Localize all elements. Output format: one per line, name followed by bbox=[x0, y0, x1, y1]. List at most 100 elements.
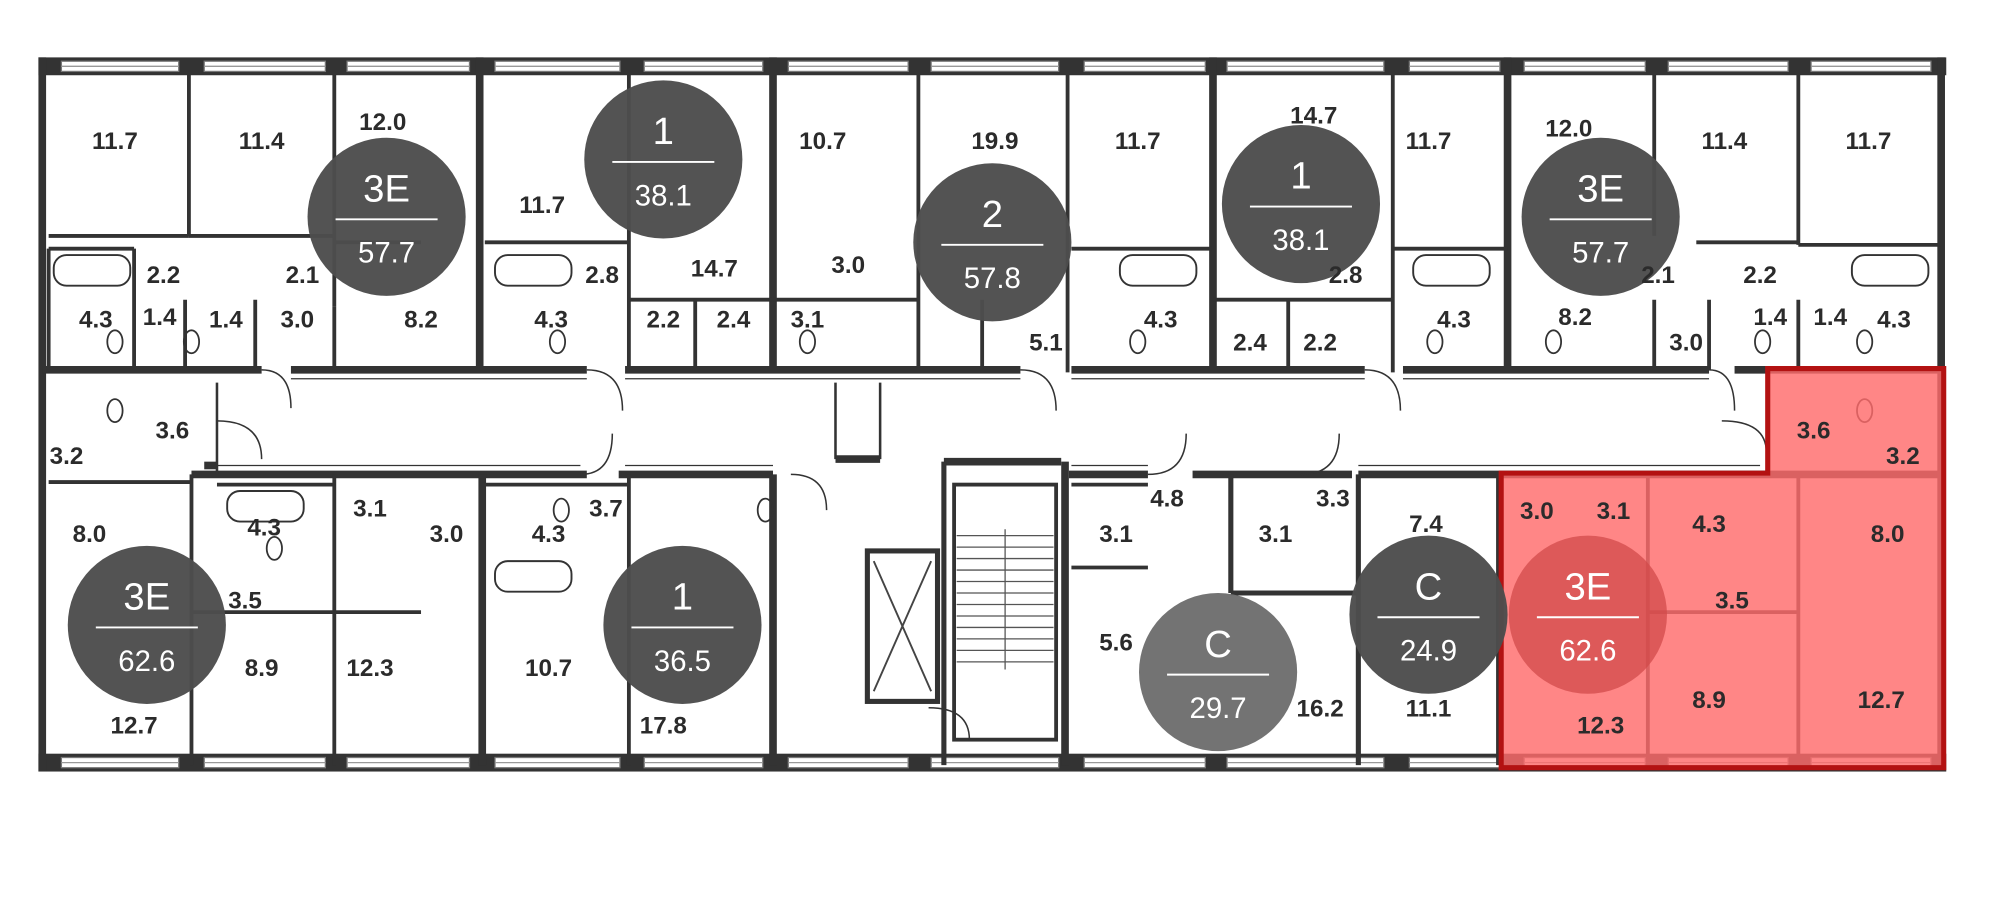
toilet-icon bbox=[182, 329, 201, 355]
room-area-label: 2.1 bbox=[1641, 262, 1675, 289]
apartment-badge[interactable]: 3E 57.7 bbox=[307, 137, 466, 296]
apartment-area: 36.5 bbox=[654, 645, 711, 678]
room-area-label: 4.3 bbox=[1877, 307, 1911, 334]
room-area-label: 12.7 bbox=[1858, 687, 1905, 714]
stairwell bbox=[952, 482, 1059, 742]
apartment-badge[interactable]: 257.8 bbox=[913, 163, 1072, 322]
room-area-label: 10.7 bbox=[799, 128, 846, 155]
badge-circle bbox=[913, 163, 1072, 322]
apartment-type: 3E bbox=[1577, 167, 1624, 210]
room-area-label: 4.8 bbox=[1150, 485, 1184, 512]
room-area-label: 4.3 bbox=[532, 521, 566, 548]
badge-circle bbox=[1221, 124, 1381, 284]
door-swing bbox=[580, 433, 614, 476]
room-area-label: 3.0 bbox=[831, 252, 865, 279]
door-swing bbox=[1709, 369, 1736, 411]
toilet-icon bbox=[265, 536, 283, 561]
badge-circle bbox=[67, 545, 226, 704]
apartment-type: 1 bbox=[672, 576, 693, 619]
bathtub-icon bbox=[494, 254, 573, 287]
apartment-badge[interactable]: C29.7 bbox=[1139, 593, 1298, 752]
apartment-area: 62.6 bbox=[118, 645, 175, 678]
room-area-label: 1.4 bbox=[209, 307, 243, 334]
room-area-label: 3.1 bbox=[1597, 498, 1631, 525]
apartment-area: 57.7 bbox=[358, 237, 415, 270]
room-area-label: 8.9 bbox=[1692, 687, 1726, 714]
room-area-label: 3.1 bbox=[791, 307, 825, 334]
elevator-shaft bbox=[864, 548, 941, 704]
room-area-label: 12.0 bbox=[359, 109, 406, 136]
apartment-area: 57.7 bbox=[1572, 237, 1629, 270]
toilet-icon bbox=[1754, 329, 1772, 355]
bathtub-icon bbox=[226, 490, 305, 523]
badge-circle bbox=[584, 80, 743, 239]
badge-circle bbox=[603, 545, 762, 704]
room-area-label: 16.2 bbox=[1297, 696, 1344, 723]
room-area-label: 11.7 bbox=[1115, 128, 1161, 155]
apartment-area: 38.1 bbox=[635, 179, 692, 212]
room-area-label: 11.7 bbox=[1846, 128, 1892, 155]
room-area-label: 2.2 bbox=[1743, 262, 1777, 289]
apartment-type: C bbox=[1415, 565, 1443, 608]
room-area-label: 4.3 bbox=[1437, 307, 1471, 334]
door-swing bbox=[790, 473, 828, 511]
room-area-label: 3.5 bbox=[1715, 587, 1749, 614]
room-area-label: 1.4 bbox=[1753, 304, 1787, 331]
fixtures bbox=[52, 254, 1930, 742]
apartment-badge[interactable]: 3E 57.7 bbox=[1521, 137, 1680, 296]
room-area-label: 8.0 bbox=[1871, 521, 1905, 548]
apartment-area: 38.1 bbox=[1272, 224, 1329, 257]
door-swing bbox=[1300, 433, 1340, 476]
apartment-badge[interactable]: 138.1 bbox=[584, 80, 743, 239]
room-area-label: 7.4 bbox=[1409, 511, 1443, 538]
room-area-label: 2.1 bbox=[286, 262, 320, 289]
bathtub-icon bbox=[1850, 254, 1930, 287]
room-area-label: 3.1 bbox=[1259, 521, 1293, 548]
bathtub-icon bbox=[52, 254, 132, 287]
bathtub-icon bbox=[1412, 254, 1491, 287]
toilet-icon bbox=[798, 329, 816, 355]
apartment-badge[interactable]: 138.1 bbox=[1221, 124, 1381, 284]
room-area-label: 3.2 bbox=[1886, 443, 1920, 470]
apartment-area: 57.8 bbox=[964, 262, 1021, 295]
room-area-label: 8.9 bbox=[245, 655, 279, 682]
apartment-type: 3E bbox=[363, 167, 410, 210]
apartment-area: 24.9 bbox=[1400, 635, 1457, 668]
toilet-icon bbox=[106, 329, 124, 355]
room-area-label: 3.3 bbox=[1316, 485, 1350, 512]
room-area-label: 1.4 bbox=[1813, 304, 1847, 331]
apartment-type: 1 bbox=[653, 110, 674, 153]
apartment-type: 3E bbox=[1565, 565, 1612, 608]
room-area-label: 2.2 bbox=[147, 262, 181, 289]
room-area-label: 3.6 bbox=[1797, 418, 1831, 445]
room-area-label: 4.3 bbox=[247, 515, 281, 542]
toilet-icon bbox=[1544, 329, 1563, 355]
room-area-label: 3.0 bbox=[1520, 498, 1554, 525]
door-swing bbox=[1020, 369, 1057, 411]
badge-circle bbox=[1349, 535, 1508, 694]
room-area-label: 3.1 bbox=[1099, 521, 1133, 548]
room-area-label: 14.7 bbox=[1290, 103, 1337, 130]
room-area-label: 8.0 bbox=[73, 521, 107, 548]
room-area-label: 2.2 bbox=[1303, 330, 1337, 357]
room-area-label: 12.3 bbox=[346, 655, 393, 682]
room-area-label: 3.0 bbox=[1669, 330, 1703, 357]
apartment-badge[interactable]: C 24.9 bbox=[1349, 535, 1508, 694]
badge-circle bbox=[1508, 535, 1667, 694]
room-area-label: 11.4 bbox=[1701, 128, 1747, 155]
door-swing bbox=[1721, 420, 1768, 453]
room-area-label: 2.8 bbox=[585, 262, 619, 289]
room-area-label: 4.3 bbox=[79, 307, 113, 334]
door-swing bbox=[261, 369, 292, 409]
room-area-label: 17.8 bbox=[640, 712, 687, 739]
apartment-badge[interactable]: 136.5 bbox=[603, 545, 762, 704]
room-area-label: 3.1 bbox=[353, 495, 387, 522]
room-area-label: 11.7 bbox=[92, 128, 138, 155]
room-area-label: 5.1 bbox=[1029, 330, 1063, 357]
door-swing bbox=[216, 420, 263, 460]
